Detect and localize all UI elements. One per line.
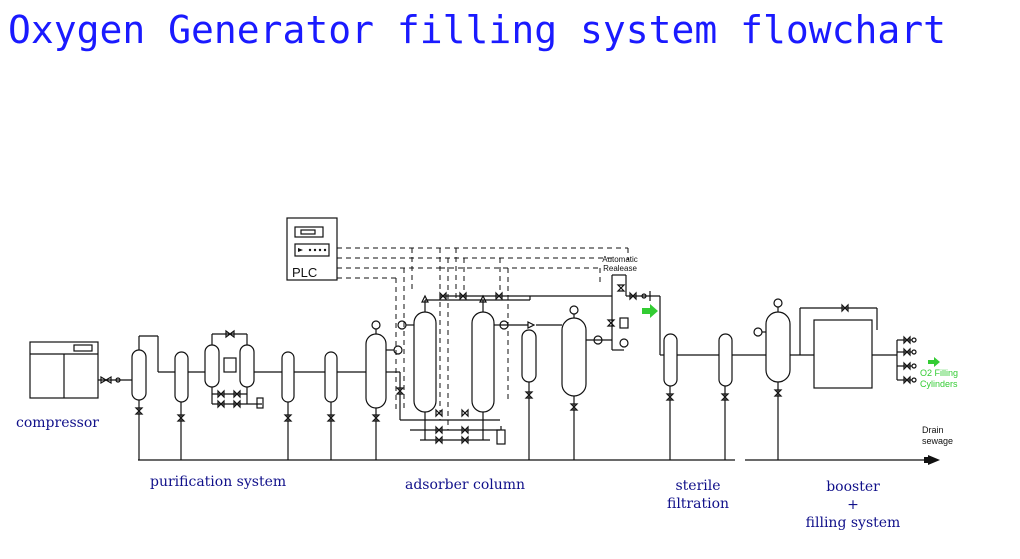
adsorber-columns	[397, 291, 612, 445]
adsorber-label: adsorber column	[405, 477, 526, 493]
booster-line-2: +	[847, 497, 859, 513]
plc-label: PLC	[292, 265, 317, 280]
sterile-line-1: sterile	[675, 478, 721, 494]
purification-label: purification system	[150, 474, 287, 490]
automatic-release-line-1: Automatic	[602, 255, 638, 264]
sterile-filter-2	[718, 333, 733, 387]
drain-line-1: Drain	[922, 425, 944, 435]
booster-line-1: booster	[826, 479, 880, 495]
sterile-filter-1	[663, 333, 678, 387]
o2-filling-label: O2 Filling Cylinders	[920, 368, 958, 390]
oxygen-filter	[521, 329, 537, 383]
filling-arrow	[928, 357, 940, 367]
automatic-release-line-2: Realease	[603, 264, 637, 273]
page-title: Oxygen Generator filling system flowchar…	[8, 8, 946, 52]
booster-compressor	[813, 319, 873, 389]
valve-icon	[100, 375, 112, 385]
booster-tank	[765, 311, 791, 383]
oxygen-buffer-tank	[561, 317, 587, 397]
automatic-release-valve	[606, 274, 660, 351]
air-buffer-tank	[365, 333, 387, 409]
air-tank	[131, 349, 147, 401]
o2-filling-line-1: O2 Filling	[920, 368, 959, 378]
oxygen-flow-arrow	[642, 304, 658, 318]
filter-1	[174, 351, 189, 403]
booster-label: booster + filling system	[792, 478, 914, 532]
plc-unit	[286, 217, 338, 281]
filter-3	[324, 351, 338, 403]
o2-filling-line-2: Cylinders	[920, 379, 958, 389]
sterile-line-2: filtration	[666, 496, 730, 512]
filter-2	[281, 351, 295, 403]
sterile-filtration-label: sterile filtration	[652, 477, 744, 513]
automatic-release-label: Automatic Realease	[602, 255, 638, 273]
booster-line-3: filling system	[805, 515, 901, 531]
compressor-label: compressor	[16, 415, 99, 431]
dryer-unit	[204, 329, 282, 409]
compressor-unit	[29, 341, 99, 399]
drain-arrow	[928, 455, 940, 465]
drain-label: Drain sewage	[922, 425, 953, 447]
drain-line-2: sewage	[922, 436, 954, 446]
